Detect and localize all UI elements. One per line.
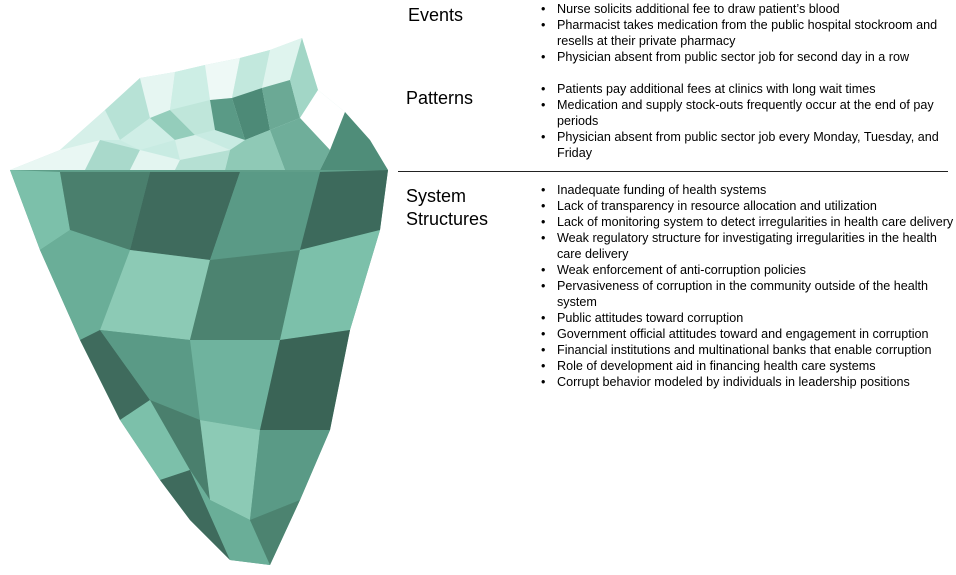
system-structures-heading-line: Structures <box>406 209 489 229</box>
iceberg-illustration <box>10 38 388 565</box>
system-structures-heading-line: System <box>406 186 467 206</box>
patterns-list: Patients pay additional fees at clinics … <box>538 81 954 161</box>
system-structures-item: Lack of monitoring system to detect irre… <box>538 214 954 230</box>
patterns-item: Patients pay additional fees at clinics … <box>538 81 954 97</box>
patterns-item: Medication and supply stock-outs frequen… <box>538 97 954 129</box>
system-structures-item: Role of development aid in financing hea… <box>538 358 954 374</box>
system-structures-list: Inadequate funding of health systems Lac… <box>538 182 954 390</box>
events-item: Nurse solicits additional fee to draw pa… <box>538 1 954 17</box>
events-heading-line: Events <box>408 5 464 25</box>
system-structures-item: Pervasiveness of corruption in the commu… <box>538 278 954 310</box>
waterline-divider <box>398 171 948 172</box>
system-structures-item: Lack of transparency in resource allocat… <box>538 198 954 214</box>
system-structures-item: Financial institutions and multinational… <box>538 342 954 358</box>
system-structures-item: Inadequate funding of health systems <box>538 182 954 198</box>
patterns-item: Physician absent from public sector job … <box>538 129 954 161</box>
iceberg-tip <box>10 38 388 170</box>
system-structures-item: Corrupt behavior modeled by individuals … <box>538 374 954 390</box>
events-item: Physician absent from public sector job … <box>538 49 954 65</box>
system-structures-item: Weak enforcement of anti-corruption poli… <box>538 262 954 278</box>
system-structures-item: Government official attitudes toward and… <box>538 326 954 342</box>
events-item: Pharmacist takes medication from the pub… <box>538 17 954 49</box>
system-structures-heading: System Structures <box>406 185 488 231</box>
system-structures-item: Public attitudes toward corruption <box>538 310 954 326</box>
system-structures-item: Weak regulatory structure for investigat… <box>538 230 954 262</box>
events-list: Nurse solicits additional fee to draw pa… <box>538 1 954 65</box>
events-heading: Events <box>408 4 463 27</box>
patterns-heading: Patterns <box>406 87 473 110</box>
iceberg-body <box>10 170 388 565</box>
patterns-heading-line: Patterns <box>406 88 474 108</box>
